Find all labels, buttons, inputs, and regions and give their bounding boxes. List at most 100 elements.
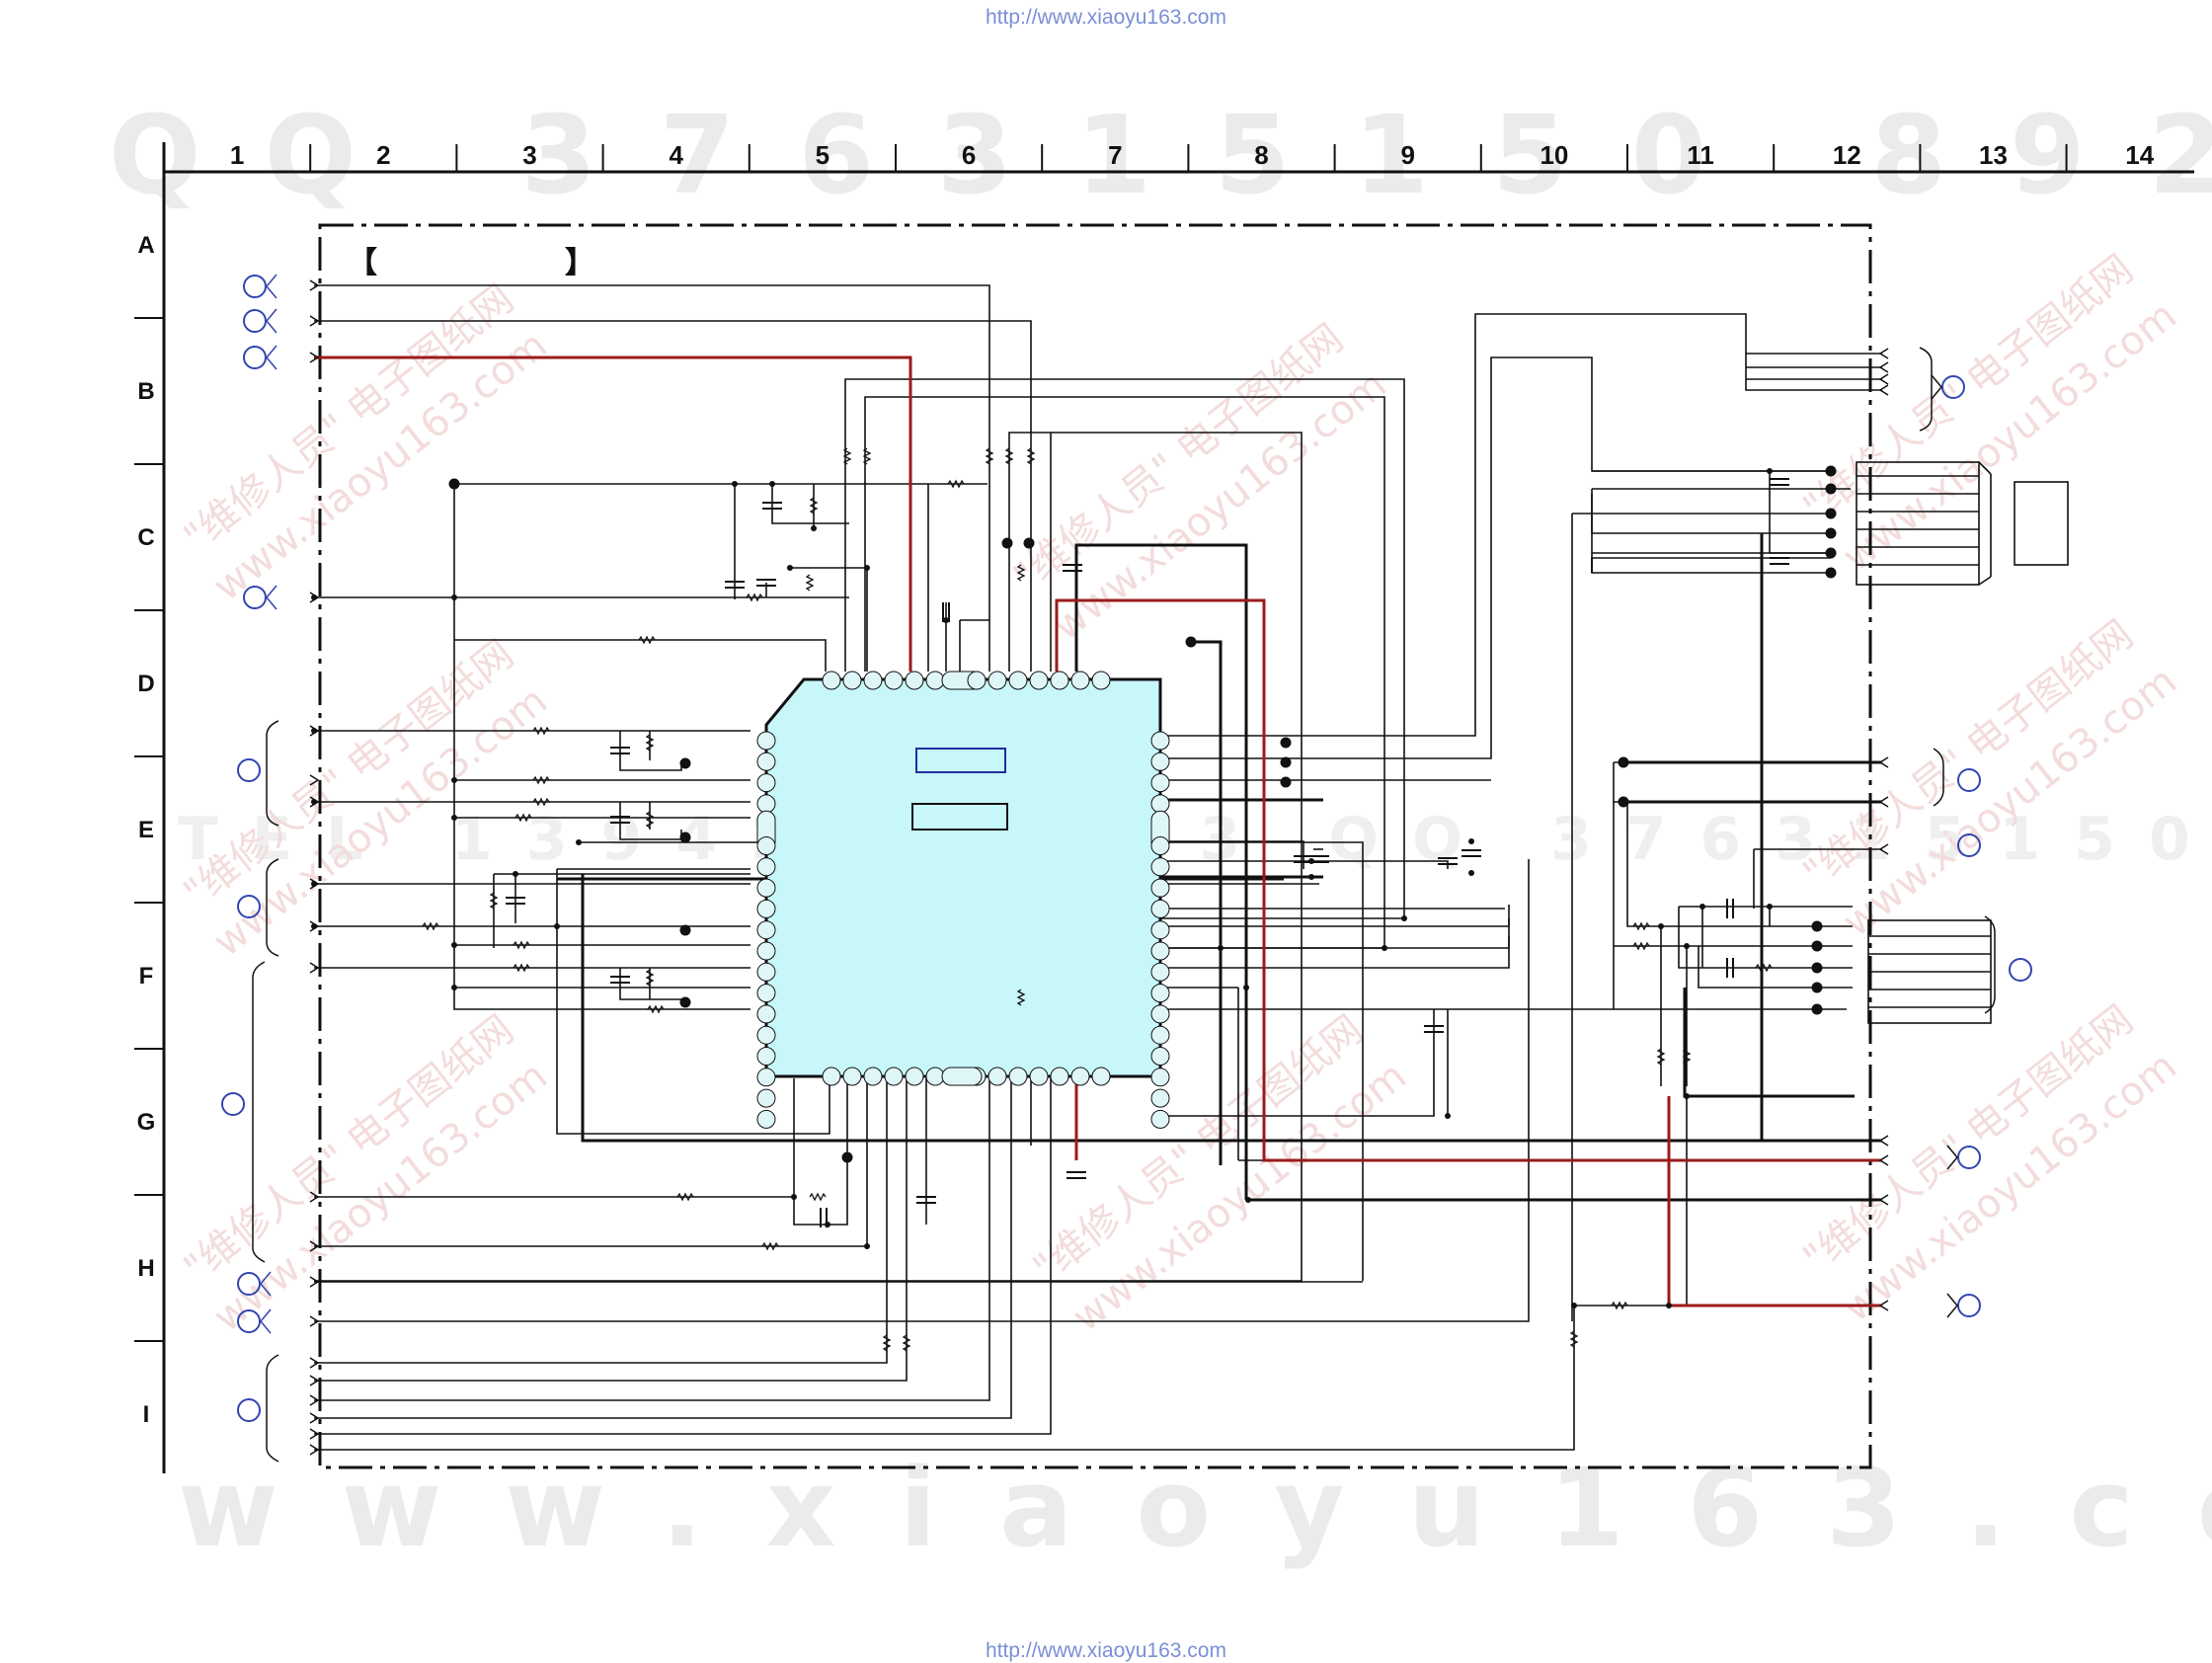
board-outline: [318, 223, 1872, 1469]
junction-dot-icon: [1308, 858, 1314, 864]
junction-dot-icon: [1280, 776, 1292, 788]
junction-dot-icon: [1571, 1303, 1577, 1308]
junction-dot-icon: [554, 923, 560, 929]
junction-dot-icon: [451, 985, 457, 990]
connector-arrow-icon: [1878, 1194, 1889, 1206]
ic-pin: [1150, 1047, 1170, 1066]
resistor-icon: [645, 734, 655, 752]
ic-pin: [1050, 1067, 1069, 1086]
grid-column-label: 1: [230, 140, 244, 170]
connector-arrow-icon: [1878, 796, 1889, 808]
junction-dot-icon: [513, 871, 518, 877]
source-url-bottom[interactable]: http://www.xiaoyu163.com: [986, 1639, 1226, 1662]
ic-pin: [1150, 1109, 1170, 1129]
connector-arrow-icon: [266, 345, 277, 370]
junction-dot-icon: [825, 1222, 830, 1227]
ic-pin: [863, 671, 883, 690]
connector-arrow-icon: [309, 1240, 320, 1252]
grid-row-label: F: [139, 963, 154, 990]
ic-label-box: [915, 748, 1006, 773]
ic-pin: [842, 671, 862, 690]
ic-pin: [1150, 1088, 1170, 1108]
junction-dot-icon: [1684, 943, 1690, 949]
resistor-icon: [1656, 1048, 1666, 1066]
ic-pin: [1008, 671, 1028, 690]
ic-pin: [925, 1067, 945, 1086]
junction-dot-icon: [1618, 756, 1629, 768]
connector-arrow-icon: [1878, 361, 1889, 373]
watermark-bottom: www.xiaoyu163.com: [178, 1445, 2212, 1571]
connector-arrow-icon: [1878, 1135, 1889, 1147]
junction-dot-icon: [943, 617, 949, 623]
connector-arrow-icon: [309, 279, 320, 291]
ic-pin: [1150, 1068, 1170, 1087]
resistor-icon: [746, 593, 763, 602]
connector-arrow-icon: [309, 1276, 320, 1288]
junction-dot-icon: [1699, 904, 1705, 910]
connector-arrow-icon: [309, 1357, 320, 1369]
ic-pin: [1150, 984, 1170, 1003]
junction-dot-icon: [769, 481, 775, 487]
grid-row-label: C: [137, 524, 154, 551]
connector-arrow-icon: [266, 585, 277, 610]
connector-ring-icon: [243, 309, 267, 333]
junction-dot-icon: [1811, 962, 1823, 974]
connector-arrow-icon: [309, 878, 320, 890]
grid-column-label: 13: [1979, 140, 2008, 170]
connector-ring-icon: [1957, 833, 1981, 857]
junction-dot-icon: [451, 594, 457, 600]
grid-row-label: H: [137, 1255, 154, 1282]
ic-pin: [1150, 794, 1170, 814]
block-title-open: 【: [348, 246, 377, 280]
junction-dot-icon: [791, 1194, 797, 1200]
connector-arrow-icon: [309, 725, 320, 737]
junction-dot-icon: [787, 565, 793, 571]
junction-dot-icon: [1825, 508, 1837, 519]
junction-dot-icon: [1245, 1197, 1251, 1203]
ic-pin: [756, 1068, 776, 1087]
ic-pin: [1029, 671, 1049, 690]
connector-ring-icon: [1941, 375, 1965, 399]
source-url-top[interactable]: http://www.xiaoyu163.com: [986, 6, 1226, 29]
junction-dot-icon: [1382, 945, 1387, 951]
grid-column-label: 5: [816, 140, 830, 170]
ic-pin: [1150, 836, 1170, 855]
connector-arrow-icon: [1878, 373, 1889, 385]
junction-dot-icon: [732, 481, 738, 487]
connector-arrow-icon: [1878, 384, 1889, 396]
resistor-icon: [842, 447, 852, 465]
ic-pin: [756, 899, 776, 918]
ic-pin: [822, 671, 841, 690]
connector-arrow-icon: [1878, 756, 1889, 768]
resistor-icon: [985, 447, 994, 465]
resistor-icon: [1016, 989, 1026, 1006]
grid-column-label: 2: [376, 140, 390, 170]
resistor-icon: [489, 892, 499, 910]
grid-row-label: B: [137, 378, 154, 405]
ic-pin: [756, 752, 776, 771]
grid-column-label: 4: [669, 140, 683, 170]
resistor-icon: [809, 1192, 827, 1202]
connector-arrow-icon: [309, 796, 320, 808]
junction-dot-icon: [1243, 985, 1249, 990]
connector-arrow-icon: [309, 1375, 320, 1386]
block-title-close: 】: [565, 246, 594, 280]
signal-wires: [314, 284, 1882, 1451]
resistor-icon: [513, 940, 530, 950]
resistor-icon: [513, 963, 530, 973]
connector-ring-icon: [237, 1309, 261, 1333]
connector-ring-icon: [243, 586, 267, 609]
resistor-icon: [638, 635, 656, 645]
junction-dot-icon: [679, 832, 691, 843]
junction-dot-icon: [451, 815, 457, 821]
grid-row-label: A: [137, 232, 154, 259]
junction-dot-icon: [679, 924, 691, 936]
connector-ring-icon: [237, 1272, 261, 1296]
connector-ring-icon: [2009, 958, 2032, 982]
ic-pin: [756, 920, 776, 940]
ic-pin: [756, 962, 776, 982]
ic-pin: [756, 794, 776, 814]
connector-arrow-icon: [309, 1315, 320, 1327]
connector-ring-icon: [243, 275, 267, 298]
